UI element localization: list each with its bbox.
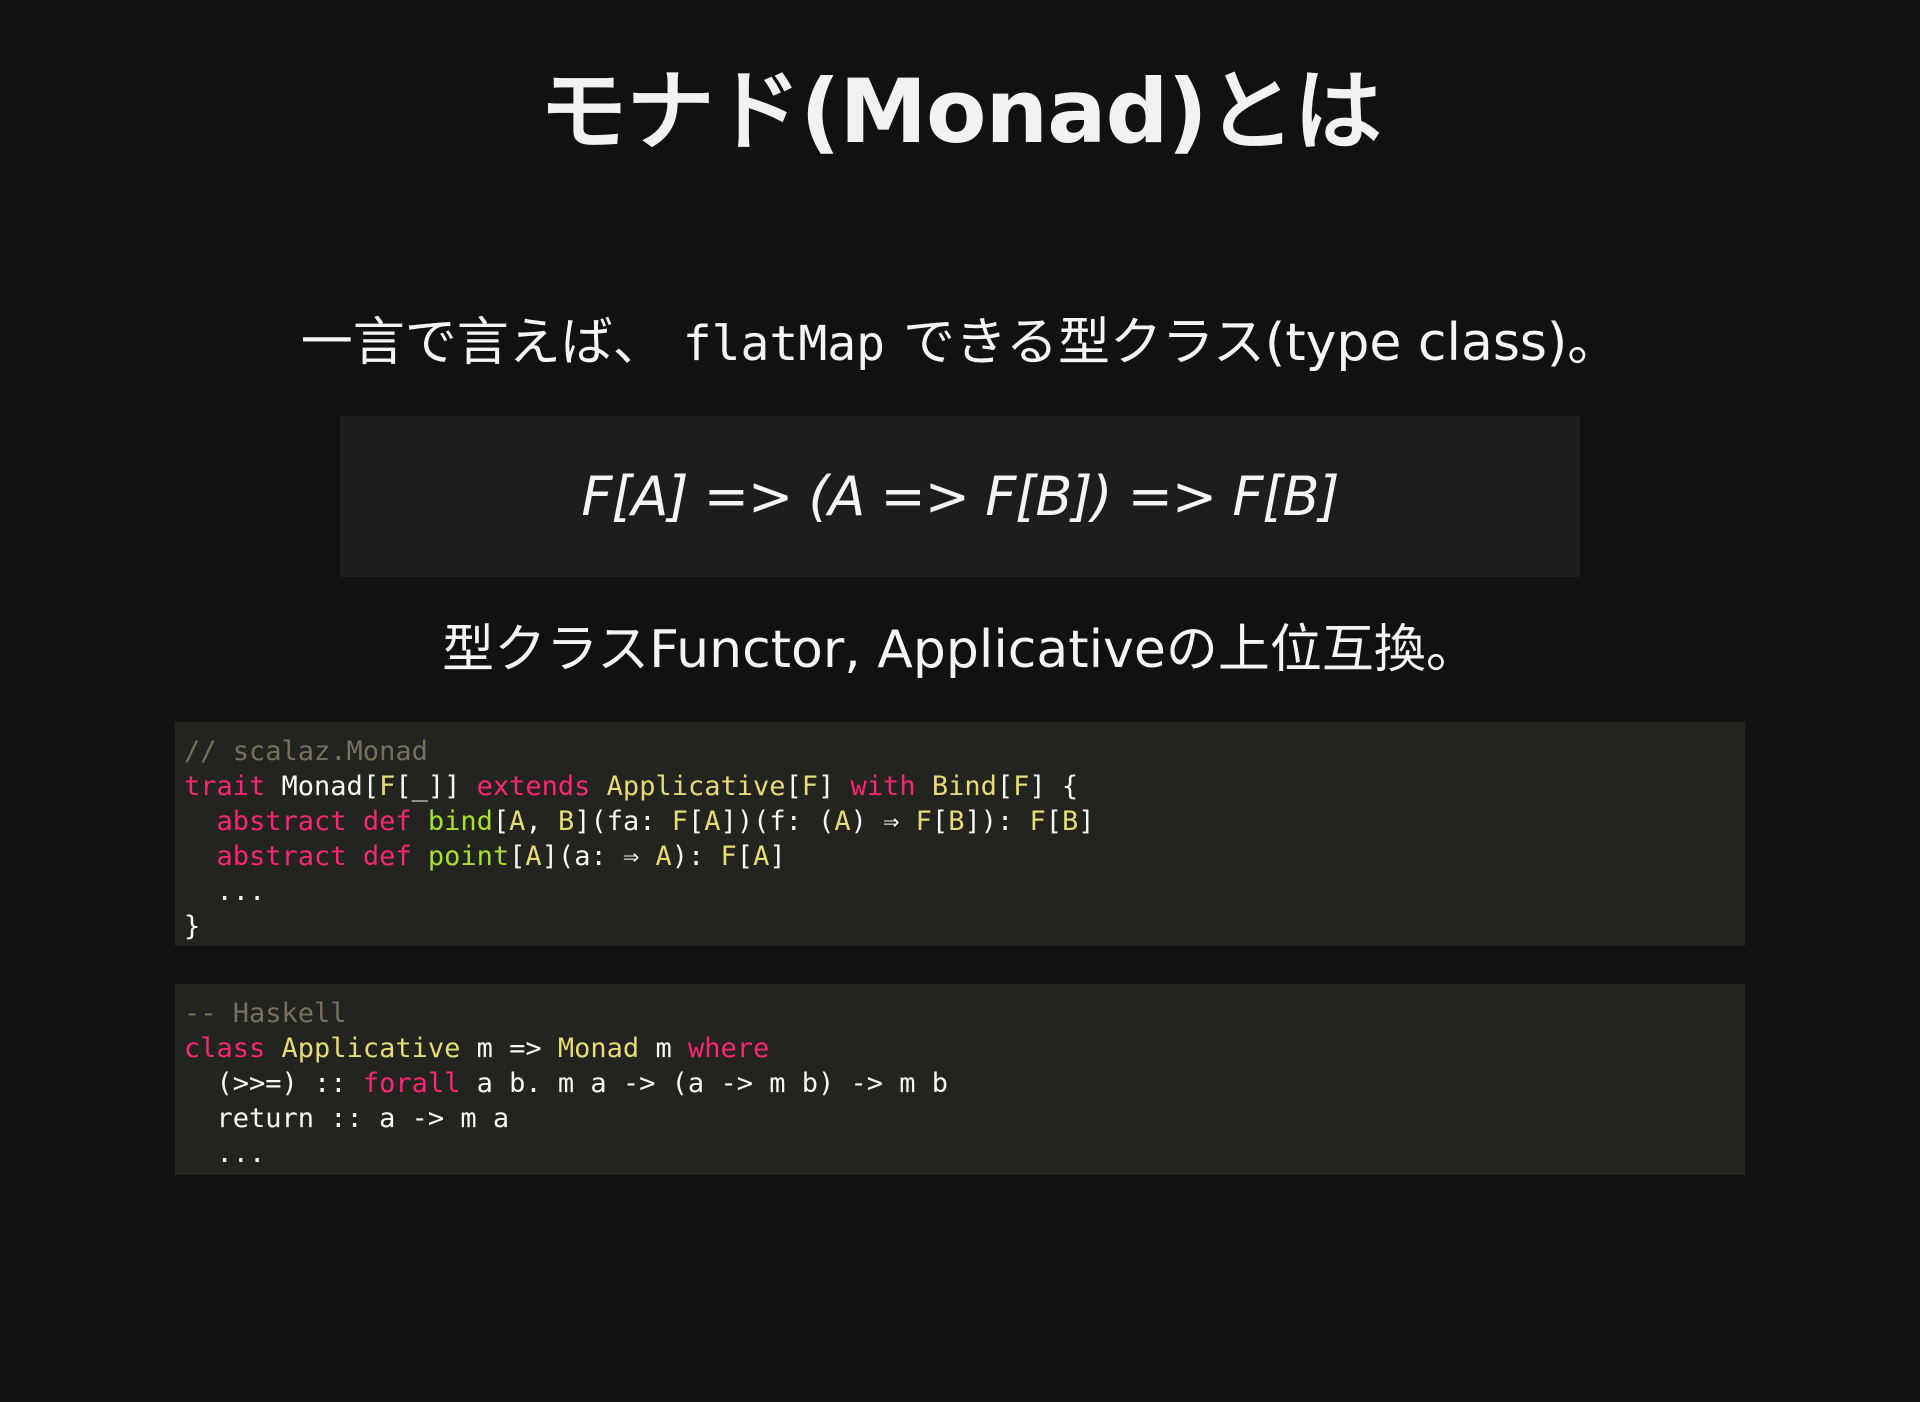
code-function: point [427, 841, 510, 872]
code-type: A [509, 806, 526, 837]
lead-before: 一言で言えば、 [300, 313, 665, 373]
code-text: [ [509, 841, 526, 872]
code-line: ... [184, 1136, 1736, 1171]
code-keyword: trait [184, 771, 266, 802]
code-text [184, 841, 217, 872]
code-text: ): [671, 841, 721, 872]
code-text: ]): [964, 806, 1030, 837]
code-type: A [704, 806, 721, 837]
code-line: } [184, 909, 1736, 944]
code-text: ](a: ⇒ [541, 841, 656, 872]
code-line: abstract def bind[A, B](fa: F[A])(f: (A)… [184, 804, 1736, 839]
code-text [412, 841, 428, 872]
code-type: Monad [557, 1033, 640, 1064]
code-type: A [655, 841, 672, 872]
code-type: F [801, 771, 819, 802]
code-line: trait Monad[F[_]] extends Applicative[F]… [184, 769, 1736, 804]
code-type: Bind [915, 771, 997, 802]
code-keyword: with [850, 771, 916, 802]
code-type: F [671, 806, 689, 837]
code-text: ] [1078, 806, 1095, 837]
code-text: } [184, 911, 201, 942]
subtext: 型クラスFunctor, Applicativeの上位互換。 [442, 620, 1478, 680]
code-text: ... [184, 876, 266, 907]
lead-after: できる型クラス(type class)。 [903, 313, 1620, 373]
lead-code: flatMap [682, 316, 886, 372]
code-line: (>>=) :: forall a b. m a -> (a -> m b) -… [184, 1066, 1736, 1101]
code-line: -- Haskell [184, 996, 1736, 1031]
code-text: ])(f: ( [720, 806, 835, 837]
code-text: ](fa: [574, 806, 672, 837]
code-text [184, 806, 217, 837]
code-type: A [834, 806, 851, 837]
code-type: B [948, 806, 965, 837]
code-keyword: forall [362, 1068, 461, 1099]
code-type: F [379, 771, 396, 802]
code-type: F [1013, 771, 1030, 802]
code-text: [ [736, 841, 754, 872]
code-text: [ [996, 771, 1014, 802]
code-text: [ [785, 771, 802, 802]
code-type: F [1029, 806, 1046, 837]
code-keyword: abstract [216, 841, 347, 872]
slide-title: モナド(Monad)とは [539, 60, 1382, 163]
code-keyword: def [362, 841, 412, 872]
lead-text: 一言で言えば、 flatMap できる型クラス(type class)。 [0, 308, 1920, 379]
code-keyword: def [362, 806, 412, 837]
code-text: [ [931, 806, 949, 837]
code-text: Monad[ [265, 771, 380, 802]
code-line: ... [184, 874, 1736, 909]
code-type: B [1062, 806, 1079, 837]
code-text [347, 841, 363, 872]
code-text: ] [818, 771, 851, 802]
code-text [347, 806, 363, 837]
code-text: ] [769, 841, 786, 872]
code-text: ) ⇒ [850, 806, 916, 837]
code-type: A [753, 841, 770, 872]
code-line: // scalaz.Monad [184, 734, 1736, 769]
code-text: ] { [1029, 771, 1079, 802]
code-type: F [915, 806, 932, 837]
code-text: (>>=) :: [184, 1068, 363, 1099]
code-text: ... [184, 1138, 266, 1169]
code-text: [ [688, 806, 705, 837]
code-function: bind [427, 806, 493, 837]
code-line: class Applicative m => Monad m where [184, 1031, 1736, 1066]
code-text: return :: a -> m a [184, 1103, 510, 1134]
code-line: abstract def point[A](a: ⇒ A): F[A] [184, 839, 1736, 874]
code-text: [_]] [395, 771, 477, 802]
code-text: m [639, 1033, 688, 1064]
code-comment: // scalaz.Monad [184, 736, 428, 767]
code-type: F [720, 841, 737, 872]
code-comment: -- Haskell [184, 998, 347, 1029]
code-type: A [525, 841, 542, 872]
code-text: m => [460, 1033, 558, 1064]
code-keyword: class [184, 1033, 266, 1064]
formula-box: F[A] => (A => F[B]) => F[B] [340, 416, 1580, 577]
code-type: B [557, 806, 575, 837]
code-text: [ [492, 806, 510, 837]
code-text: , [525, 806, 558, 837]
code-text [412, 806, 428, 837]
code-type: Applicative [590, 771, 786, 802]
code-type: Applicative [265, 1033, 461, 1064]
code-keyword: extends [476, 771, 591, 802]
code-text: [ [1045, 806, 1063, 837]
code-keyword: abstract [216, 806, 347, 837]
code-text: a b. m a -> (a -> m b) -> m b [460, 1068, 949, 1099]
code-keyword: where [687, 1033, 770, 1064]
formula: F[A] => (A => F[B]) => F[B] [581, 465, 1339, 528]
code-line: return :: a -> m a [184, 1101, 1736, 1136]
